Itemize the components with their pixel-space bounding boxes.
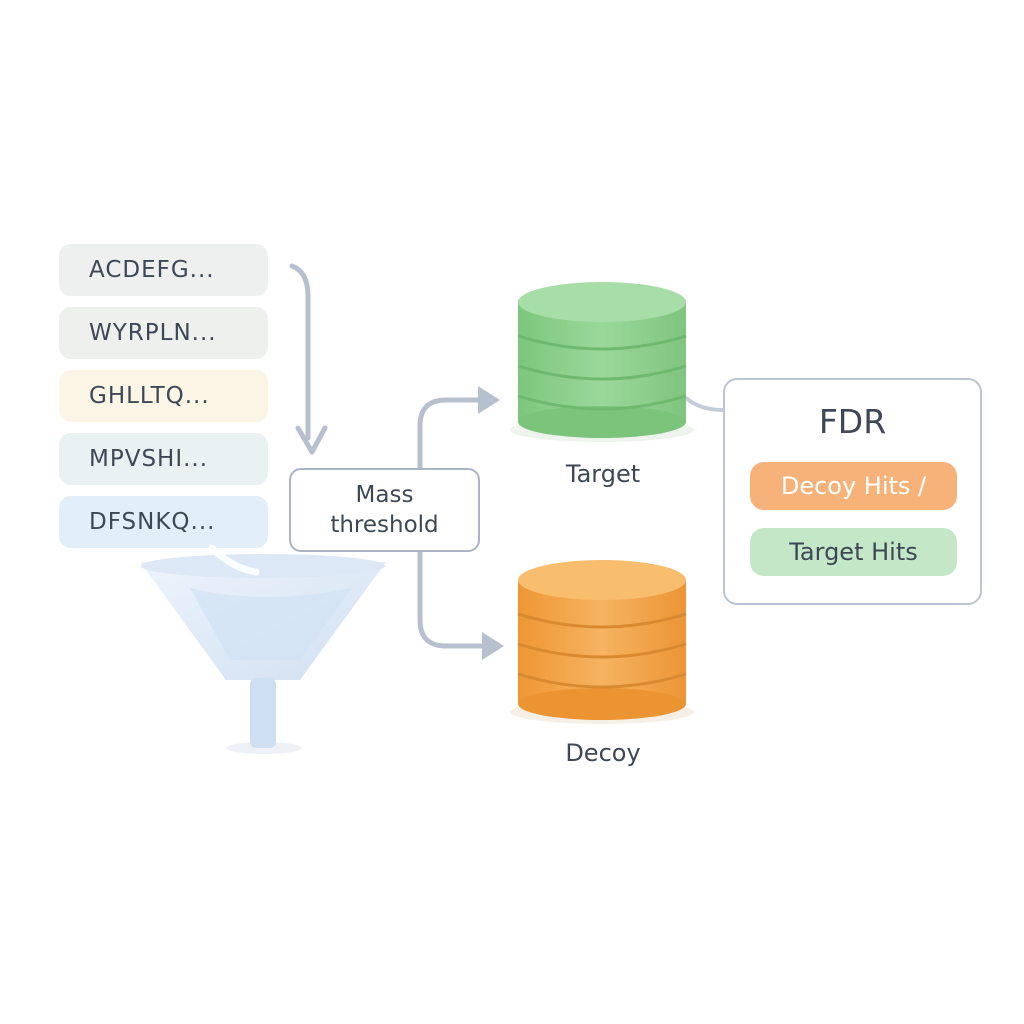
database-icon	[510, 282, 694, 442]
sequence-text: DFSNKQ...	[89, 509, 216, 535]
funnel-icon	[140, 544, 386, 754]
arrow-icon	[417, 397, 481, 471]
arrow-icon	[289, 263, 311, 441]
sequence-item: GHLLTQ...	[59, 370, 268, 422]
sequence-text: MPVSHI...	[89, 446, 209, 472]
sequence-item: WYRPLN...	[59, 307, 268, 359]
sequence-text: GHLLTQ...	[89, 383, 210, 409]
sequence-text: WYRPLN...	[89, 320, 217, 346]
arrow-icon	[417, 549, 485, 649]
target-label: Target	[565, 460, 641, 488]
fdr-title: FDR	[818, 402, 887, 441]
mass-threshold-line2: threshold	[330, 512, 439, 538]
mass-threshold-box: Mass threshold	[289, 468, 480, 552]
target-hits-pill: Target Hits	[750, 528, 957, 576]
connector-line	[684, 396, 724, 412]
sequence-text: ACDEFG...	[89, 257, 215, 283]
sequence-item: MPVSHI...	[59, 433, 268, 485]
decoy-hits-pill: Decoy Hits /	[750, 462, 957, 510]
database-icon	[510, 560, 694, 724]
decoy-hits-text: Decoy Hits /	[780, 472, 927, 500]
fdr-box: FDR Decoy Hits / Target Hits	[723, 378, 982, 605]
target-hits-text: Target Hits	[789, 538, 918, 566]
sequence-item: DFSNKQ...	[59, 496, 268, 548]
decoy-label: Decoy	[565, 739, 641, 767]
sequence-item: ACDEFG...	[59, 244, 268, 296]
mass-threshold-line1: Mass	[355, 482, 414, 508]
